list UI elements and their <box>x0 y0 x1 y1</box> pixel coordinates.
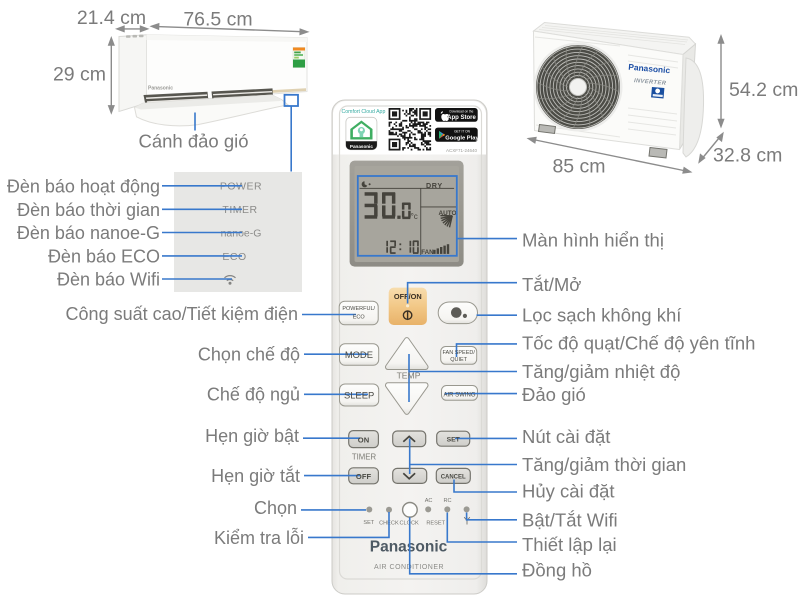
svg-text:RC: RC <box>443 498 451 504</box>
svg-text:Đảo gió: Đảo gió <box>522 384 586 405</box>
svg-text:INVERTER: INVERTER <box>634 78 667 87</box>
svg-text:32.8 cm: 32.8 cm <box>713 145 782 167</box>
svg-text:Download on the: Download on the <box>450 110 474 114</box>
svg-text:TEMP: TEMP <box>397 371 421 381</box>
svg-text:Đèn báo thời gian: Đèn báo thời gian <box>17 200 160 220</box>
svg-text:54.2 cm: 54.2 cm <box>729 79 798 101</box>
svg-text:Chọn chế độ: Chọn chế độ <box>198 345 300 365</box>
svg-text:76.5 cm: 76.5 cm <box>183 9 252 31</box>
svg-text:Lọc sạch không khí: Lọc sạch không khí <box>522 305 682 326</box>
svg-text:FAN SPEED/: FAN SPEED/ <box>442 350 475 356</box>
svg-text:nanoe-G: nanoe-G <box>221 228 262 240</box>
svg-text:Tắt/Mở: Tắt/Mở <box>522 274 581 295</box>
svg-text:ACXF71-24640: ACXF71-24640 <box>446 148 478 153</box>
svg-text:Panasonic: Panasonic <box>148 86 173 92</box>
svg-text:FAN: FAN <box>421 249 434 256</box>
svg-text:GET IT ON: GET IT ON <box>454 130 471 134</box>
svg-text:Panasonic: Panasonic <box>370 539 448 556</box>
svg-text:AC: AC <box>425 498 433 504</box>
svg-text:29 cm: 29 cm <box>53 64 106 86</box>
svg-text:Hẹn giờ bật: Hẹn giờ bật <box>205 426 299 446</box>
svg-text:Công suất cao/Tiết kiệm điện: Công suất cao/Tiết kiệm điện <box>66 304 298 324</box>
svg-text:Comfort Cloud App: Comfort Cloud App <box>342 109 386 115</box>
svg-text:21.4 cm: 21.4 cm <box>77 7 146 29</box>
svg-text:OFF: OFF <box>356 472 372 481</box>
svg-text:TIMER: TIMER <box>352 452 377 461</box>
svg-text:Kiểm tra lỗi: Kiểm tra lỗi <box>214 527 304 548</box>
svg-text:Panasonic: Panasonic <box>350 144 373 149</box>
svg-text:Panasonic: Panasonic <box>628 62 671 76</box>
svg-text:ON: ON <box>358 436 369 445</box>
svg-text:Hủy cài đặt: Hủy cài đặt <box>522 481 615 502</box>
svg-text:Cánh đảo gió: Cánh đảo gió <box>138 131 248 152</box>
svg-text:CANCEL: CANCEL <box>441 475 466 481</box>
svg-text:Thiết lập lại: Thiết lập lại <box>522 534 617 555</box>
svg-text:Hẹn giờ tắt: Hẹn giờ tắt <box>211 465 300 486</box>
svg-text:Nút cài đặt: Nút cài đặt <box>522 426 610 447</box>
svg-text:AUTO: AUTO <box>439 210 457 217</box>
svg-text:Đồng hồ: Đồng hồ <box>522 560 592 581</box>
svg-text:SLEEP: SLEEP <box>344 390 374 401</box>
svg-text:Đèn báo hoạt động: Đèn báo hoạt động <box>7 177 160 197</box>
svg-text:SET: SET <box>363 520 374 526</box>
svg-text:POWERFUL/: POWERFUL/ <box>342 306 375 312</box>
svg-text:Đèn báo ECO: Đèn báo ECO <box>48 247 160 267</box>
svg-text:QUIET: QUIET <box>450 357 467 363</box>
svg-text:AIR CONDITIONER: AIR CONDITIONER <box>374 564 444 571</box>
svg-text:Tăng/giảm thời gian: Tăng/giảm thời gian <box>522 454 686 475</box>
svg-text:App Store: App Store <box>447 115 476 121</box>
svg-text:RESET: RESET <box>426 521 445 527</box>
svg-text:Màn hình hiển thị: Màn hình hiển thị <box>522 230 664 251</box>
svg-text:Google Play: Google Play <box>445 135 479 141</box>
svg-text:Chế độ ngủ: Chế độ ngủ <box>207 385 300 405</box>
svg-text:SET: SET <box>447 437 461 444</box>
svg-text:°c: °c <box>411 212 418 221</box>
svg-text:Bật/Tắt Wifi: Bật/Tắt Wifi <box>522 510 618 531</box>
svg-text:AIR SWING: AIR SWING <box>443 393 475 399</box>
svg-text:Tốc độ quạt/Chế độ yên tĩnh: Tốc độ quạt/Chế độ yên tĩnh <box>522 333 755 354</box>
svg-text:ECO: ECO <box>222 251 246 263</box>
svg-text:Chọn: Chọn <box>254 498 297 518</box>
svg-text:ECO: ECO <box>353 314 366 320</box>
svg-text:Đèn báo Wifi: Đèn báo Wifi <box>57 270 160 290</box>
svg-text:Tăng/giảm nhiệt độ: Tăng/giảm nhiệt độ <box>522 361 680 382</box>
svg-text:MODE: MODE <box>345 349 373 360</box>
svg-text:Đèn báo nanoe-G: Đèn báo nanoe-G <box>17 223 160 243</box>
svg-text:85 cm: 85 cm <box>552 156 605 178</box>
svg-text:DRY: DRY <box>426 181 443 190</box>
